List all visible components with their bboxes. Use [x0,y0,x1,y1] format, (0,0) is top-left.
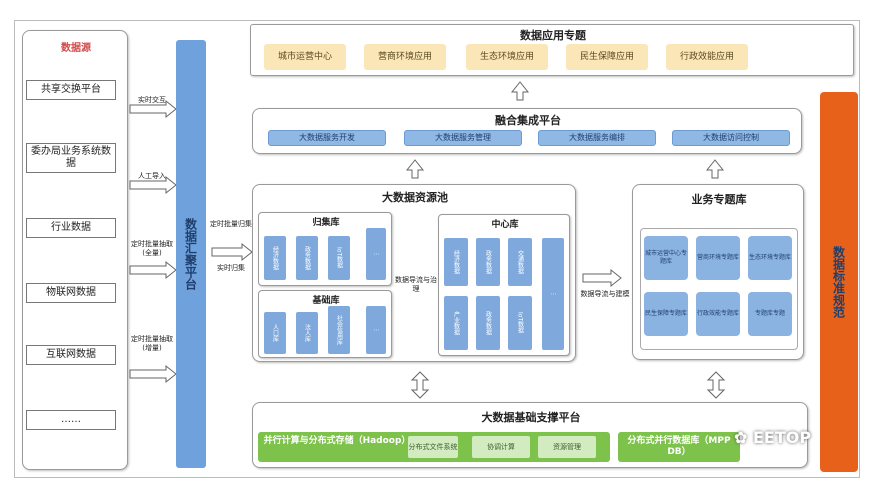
app-topic-item: 生态环境应用 [466,44,548,70]
topic-tile: 行政效能专题库 [696,292,740,336]
source-item: 共享交换平台 [26,80,116,100]
topic-tile: 专题库专题 [748,292,792,336]
app-topic-item: 行政效能应用 [666,44,748,70]
archive-tile: IoT数据 [328,236,350,280]
mpp-block: 分布式并行数据库（MPP DB） [618,432,740,462]
hadoop-item: 分布式文件系统 [408,436,458,458]
ingest-label: 定时批量抽取(增量) [131,335,173,352]
model-arrow [582,268,622,288]
archive-tile: ⋮ [366,228,386,280]
ingest-arrow [129,364,177,384]
govern-label: 数据导流与治理 [395,276,437,293]
ingest-arrow [129,175,177,195]
aggregation-platform: 数据汇聚平台 [176,40,206,468]
source-item: 行业数据 [26,218,116,238]
data-source-title: 数据源 [61,43,91,54]
base-tile: 人口库 [264,312,286,354]
center-tile: ⋮ [542,238,564,350]
watermark-text: EETOP [752,428,812,447]
app-topics-panel: 数据应用专题 [250,24,854,76]
center-tile: IoT数据 [508,296,532,350]
app-topic-item: 城市运营中心 [264,44,346,70]
topic-tile: 城市运营中心专题库 [644,236,688,280]
app-topic-item: 民生保障应用 [566,44,648,70]
resource-pool-title: 大数据资源池 [382,191,448,204]
collect-arrow [211,242,253,262]
hadoop-item: 资源管理 [538,436,596,458]
up-arrow [705,159,725,179]
eetop-watermark: ✿ EETOP [734,428,811,447]
fusion-item: 大数据访问控制 [672,130,790,146]
source-item: 物联网数据 [26,283,116,303]
source-item: 互联网数据 [26,345,116,365]
ingest-label: 人工导入 [138,172,166,180]
archive-db-title: 归集库 [312,218,340,228]
base-tile: ⋮ [366,306,386,354]
topic-tile: 营商环境专题库 [696,236,740,280]
data-source-panel: 数据源 [22,30,128,470]
ingest-label: 实时交互 [138,96,166,104]
ingest-arrow [129,260,177,280]
ingest-label: 定时批量抽取(全量) [131,240,173,257]
base-tile: 法人库 [296,312,318,354]
hadoop-item: 协调计算 [472,436,530,458]
fusion-item: 大数据服务开发 [268,130,386,146]
standards-bar: 数据标准规范 [820,92,858,472]
center-tile: 政务数据 [476,238,500,286]
topic-db-inner [640,228,798,350]
base-tile: 社会信用库 [328,306,350,354]
fusion-platform-title: 融合集成平台 [495,114,561,127]
center-db-title: 中心库 [491,220,519,230]
collect-label: 定时批量归集 [210,220,252,228]
collect-label: 实时归集 [217,264,245,272]
topic-tile: 民生保障专题库 [644,292,688,336]
base-platform-title: 大数据基础支撑平台 [481,411,581,424]
archive-tile: 经济数据 [264,236,286,280]
archive-tile: 政务数据 [296,236,318,280]
up-arrow [510,81,530,101]
app-topics-title: 数据应用专题 [520,29,586,42]
outer-frame [14,20,860,478]
hadoop-label: 并行计算与分布式存储（Hadoop） [263,436,411,446]
center-tile: 交通数据 [508,238,532,286]
updown-arrow [410,371,430,399]
center-tile: 产业数据 [444,296,468,350]
up-arrow [405,159,425,179]
updown-arrow [706,371,726,399]
fusion-item: 大数据服务管理 [404,130,522,146]
app-topic-item: 营商环境应用 [364,44,446,70]
base-db-title: 基础库 [312,296,340,306]
center-tile: 经济数据 [444,238,468,286]
topic-db-title: 业务专题库 [691,193,747,206]
model-label: 数据导流与建模 [580,290,630,298]
source-item: …… [26,410,116,430]
center-tile: 政务数据 [476,296,500,350]
source-item: 委办局业务系统数据 [26,143,116,173]
ingest-arrow [129,99,177,119]
topic-tile: 生态环境专题库 [748,236,792,280]
fusion-item: 大数据服务编排 [538,130,656,146]
wechat-icon: ✿ [734,428,748,447]
